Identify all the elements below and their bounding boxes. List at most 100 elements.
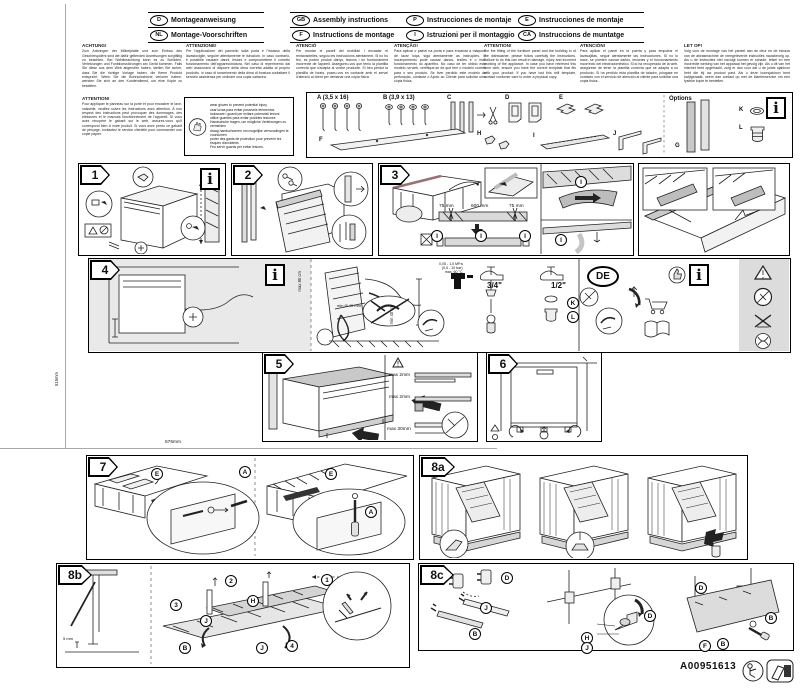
step-3-panel: 3 75 mm 600 mm 75 mm I I I I I [378, 163, 634, 256]
notice-body: Per muntar el panell del mobiliari i enc… [296, 49, 388, 80]
notice-catalan: ATENCIÓ Per muntar el panell del mobilia… [296, 43, 388, 80]
language-label: Istruzioni per il montaggio [427, 31, 515, 39]
part-j-callout: J [200, 615, 212, 627]
gap-max-2mm-top: max 2mm [389, 373, 411, 378]
parts-box: A (3,5 x 16) B (3,9 x 13) C D E F H I J … [306, 92, 793, 158]
notice-german: ACHTUNG! Zum Anbringen der Möbelplatte u… [82, 43, 182, 88]
sheet-height-mark-line [65, 4, 66, 448]
step-4-panel: 4 i i 0,05 - 1,0 MPa (0,5 - 10 bar) max.… [88, 258, 791, 353]
de-region-badge: DE [587, 266, 619, 287]
part-h-callout: H [581, 632, 593, 644]
part-l-callout: L [567, 311, 579, 323]
part-a-callout: A [239, 466, 251, 478]
part-g-label: G [675, 143, 680, 149]
language-entry: P Instrucciones de montaje [404, 13, 520, 28]
part-i-callout: I [431, 230, 443, 242]
step-2-badge: 2 [233, 165, 263, 185]
part-h-label: H [477, 131, 482, 137]
language-label: Instruccions de muntatge [539, 31, 625, 39]
part-j-label: J [613, 131, 617, 137]
notice-french: ATTENTION! Pour appliquer le panneau sur… [82, 96, 182, 137]
part-j-callout: J [256, 642, 268, 654]
step-4-badge: 4 [90, 260, 120, 280]
part-i-callout: I [475, 230, 487, 242]
language-column-3: P Instrucciones de montaje I Istruzioni … [404, 12, 520, 43]
notice-italian: ATTENZIONE! Per l'applicazione del panne… [186, 43, 290, 79]
language-label: Instructions de montage [313, 31, 395, 39]
step-8c-panel: 8c D J B D H J D B B F [418, 563, 794, 654]
tap-12-label: 1/2" [551, 281, 566, 290]
step-8c-illustration [430, 568, 780, 646]
step-4-illustration [108, 259, 773, 351]
notice-heading: ATTENTION! [484, 43, 512, 48]
notice-body: Volg voor de montage van het paneel aan … [684, 49, 790, 84]
part-b-callout: B [765, 612, 777, 624]
language-entry: NL Montage-Voorschriften [148, 28, 264, 43]
part-b-callout: B [469, 628, 481, 640]
part-c-label: C [447, 95, 452, 101]
callout-4: 4 [286, 640, 298, 652]
dim-75mm-right: 75 mm [509, 204, 524, 209]
step-6-illustration [490, 356, 597, 440]
language-entry: I Istruzioni per il montaggio [404, 28, 520, 43]
sheet-width-label: 576mm [165, 440, 181, 445]
notice-heading: ATTENTION! [82, 96, 110, 101]
glove-warning-box: wear gloves to prevent potential injury … [184, 97, 294, 156]
part-e-callout: E [151, 468, 163, 480]
notice-heading: LET OP! [684, 43, 703, 48]
info-icon: i [265, 264, 285, 286]
sheet-width-mark-line [0, 448, 497, 449]
part-d-callout: D [644, 610, 656, 622]
info-icon: i [200, 168, 220, 190]
notice-dutch: LET OP! Volg voor de montage van het pan… [684, 43, 790, 84]
step-1-illustration [84, 166, 220, 254]
language-column-4: E Instrucciones de montaje CA Instruccio… [516, 12, 644, 43]
part-i-label: I [533, 133, 535, 139]
glove-warning-text: wear gloves to prevent potential injury … [210, 103, 289, 150]
step-2-panel: 2 [231, 163, 373, 256]
drain-diameter-label: min Ø 40 mm [337, 303, 362, 308]
language-code-badge: CA [518, 29, 536, 41]
language-code-badge: I [406, 29, 424, 41]
sheet-height-label: 515mm [54, 372, 59, 386]
step-3-illustration [392, 164, 632, 254]
part-d-label: D [505, 95, 510, 101]
gap-max-2mm-mid: max 2mm [389, 395, 411, 400]
dim-75mm-left: 75 mm [439, 204, 454, 209]
language-code-badge: GB [292, 14, 310, 26]
part-f-callout: F [699, 640, 711, 652]
step-3-continued-panel [638, 163, 790, 256]
step-8b-illustration [65, 566, 392, 664]
notice-heading: ACHTUNG! [82, 43, 107, 48]
options-label: Options [669, 96, 692, 102]
language-entry: F Instructions de montage [290, 28, 408, 43]
read-manual-icon [742, 660, 764, 682]
hose-height-max-label: max 80 cm [297, 271, 302, 292]
notice-spanish: ATENCIÓN! Para aplicar el panel en la pu… [580, 43, 678, 84]
step-8b-panel: 8b 1 2 3 4 H J J B 5 mm [56, 563, 410, 668]
part-e-callout: E [325, 468, 337, 480]
language-label: Assembly instructions [313, 16, 389, 24]
step-7-badge: 7 [88, 457, 118, 477]
part-i-callout: I [519, 230, 531, 242]
language-entry: CA Instruccions de muntatge [516, 28, 644, 43]
step-5-badge: 5 [264, 354, 294, 374]
part-b-callout: B [179, 642, 191, 654]
part-a-label: A (3,5 x 16) [317, 95, 349, 101]
part-f-label: F [319, 137, 323, 143]
footer-icons [742, 659, 794, 683]
notice-heading: ATENCIÓ [296, 43, 317, 48]
language-entry: GB Assembly instructions [290, 13, 408, 28]
dim-600mm: 600 mm [471, 204, 489, 209]
language-code-badge: P [406, 14, 424, 26]
step-3-continued-illustration [642, 167, 787, 253]
part-h-callout: H [247, 595, 259, 607]
language-label: Montage-Voorschriften [171, 31, 248, 39]
part-b-callout: B [717, 638, 729, 650]
language-column-1: D Montageanweisung NL Montage-Voorschrif… [148, 12, 264, 43]
callout-1: 1 [321, 574, 333, 586]
step-1-badge: 1 [80, 165, 110, 185]
notice-portuguese: ATENÇÃO! Para aplicar o painel na porta … [394, 43, 486, 84]
info-icon: i [689, 264, 709, 286]
step-8b-badge: 8b [58, 565, 92, 585]
